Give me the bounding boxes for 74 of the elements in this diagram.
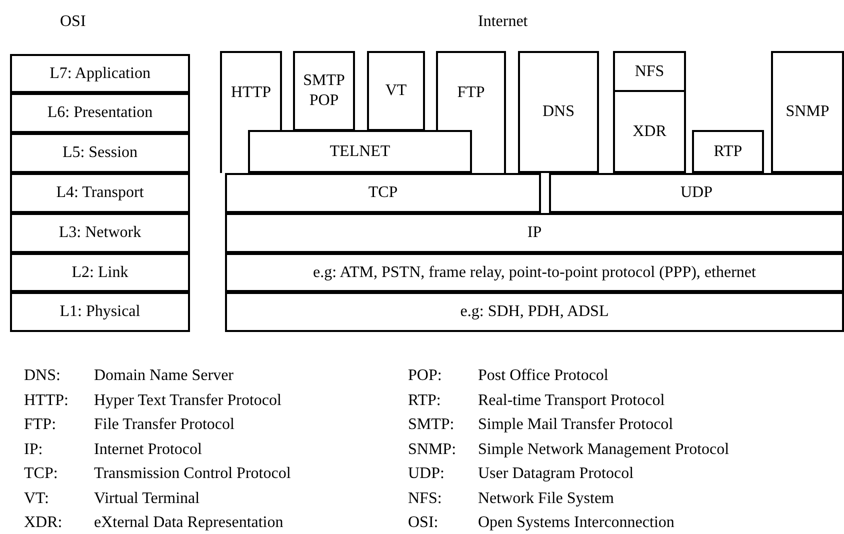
definition: Network File System xyxy=(478,488,614,508)
abbreviation: XDR: xyxy=(24,513,62,533)
abbreviation: POP: xyxy=(408,366,442,386)
abbreviation: UDP: xyxy=(408,464,444,484)
protocol-box xyxy=(436,51,506,132)
abbreviation: SNMP: xyxy=(408,440,456,460)
definition: Real-time Transport Protocol xyxy=(478,390,665,410)
abbreviation: RTP: xyxy=(408,390,441,410)
box-label: NFS xyxy=(634,62,666,82)
abbreviation: IP: xyxy=(24,440,43,460)
box-label: L3: Network xyxy=(58,223,142,243)
abbreviation: FTP: xyxy=(24,415,56,435)
box-label: IP xyxy=(526,223,543,243)
protocol-box xyxy=(367,51,425,131)
protocol-box xyxy=(549,173,844,213)
box-label: DNS xyxy=(541,102,576,122)
definition: Simple Network Management Protocol xyxy=(478,440,730,460)
box-label: VT xyxy=(384,81,408,101)
box-label: SMTP POP xyxy=(302,71,346,111)
box-label: RTP xyxy=(712,142,744,162)
column-heading: OSI xyxy=(60,12,86,32)
abbreviation: DNS: xyxy=(24,366,60,386)
abbreviation: HTTP: xyxy=(24,390,68,410)
definition: Post Office Protocol xyxy=(478,366,608,386)
osi-layer-box xyxy=(10,54,190,93)
definition: Hyper Text Transfer Protocol xyxy=(94,390,282,410)
box-label: FTP xyxy=(456,82,486,102)
box-label: e.g: ATM, PSTN, frame relay, point-to-point protocol (PPP), ethernet xyxy=(312,262,757,282)
abbreviation: OSI: xyxy=(408,513,438,533)
osi-layer-box xyxy=(10,253,190,292)
definition: Simple Mail Transfer Protocol xyxy=(478,415,674,435)
protocol-box xyxy=(771,51,844,173)
protocol-box xyxy=(613,51,686,92)
abbreviation: NFS: xyxy=(408,488,442,508)
definition: Transmission Control Protocol xyxy=(94,464,291,484)
protocol-box xyxy=(225,173,541,213)
osi-layer-box xyxy=(10,292,190,332)
column-heading: Internet xyxy=(478,12,528,32)
box-label: HTTP xyxy=(230,82,272,102)
definition: Open Systems Interconnection xyxy=(478,513,674,533)
protocol-box xyxy=(220,51,282,132)
definition: Internet Protocol xyxy=(94,440,202,460)
protocol-box xyxy=(692,130,764,173)
protocol-box xyxy=(293,51,355,131)
box-label: L5: Session xyxy=(61,143,139,163)
protocol-box xyxy=(248,130,472,173)
protocol-box xyxy=(518,51,599,173)
abbreviation: VT: xyxy=(24,488,49,508)
box-label: SNMP xyxy=(784,102,830,122)
box-label: L1: Physical xyxy=(58,302,142,322)
protocol-box xyxy=(225,213,844,253)
definition: File Transfer Protocol xyxy=(94,415,234,435)
osi-layer-box xyxy=(10,93,190,133)
box-label: L7: Application xyxy=(48,64,152,84)
definition: User Datagram Protocol xyxy=(478,464,634,484)
box-label: TCP xyxy=(367,183,399,203)
abbreviation: TCP: xyxy=(24,464,58,484)
protocol-box xyxy=(225,253,844,292)
abbreviation: SMTP: xyxy=(408,415,454,435)
osi-layer-box xyxy=(10,173,190,213)
definition: eXternal Data Representation xyxy=(94,513,284,533)
protocol-box xyxy=(225,292,844,332)
box-label: XDR xyxy=(632,122,668,142)
protocol-box xyxy=(613,90,686,173)
box-label: TELNET xyxy=(328,142,392,162)
box-label: L4: Transport xyxy=(55,183,145,203)
osi-layer-box xyxy=(10,133,190,173)
box-label: e.g: SDH, PDH, ADSL xyxy=(459,302,610,322)
box-label: L2: Link xyxy=(70,262,130,282)
box-label: UDP xyxy=(679,183,714,203)
osi-layer-box xyxy=(10,213,190,253)
box-label: L6: Presentation xyxy=(46,103,154,123)
definition: Virtual Terminal xyxy=(94,488,200,508)
definition: Domain Name Server xyxy=(94,366,234,386)
